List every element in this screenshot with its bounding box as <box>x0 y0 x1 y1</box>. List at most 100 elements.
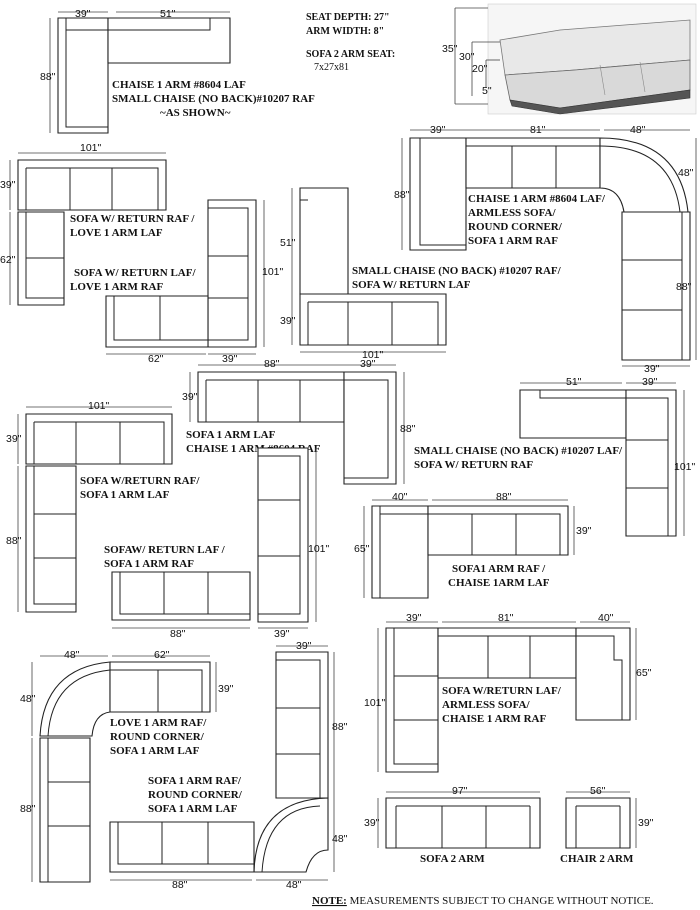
c6-dim-39-top: 39" <box>360 358 376 370</box>
c10-label-2: CHAISE 1ARM LAF <box>448 577 550 589</box>
seat-specs: SEAT DEPTH: 27" ARM WIDTH: 8" SOFA 2 ARM… <box>306 12 395 73</box>
note-text: MEASUREMENTS SUBJECT TO CHANGE WITHOUT N… <box>347 895 654 907</box>
c2-label-4: SOFA 1 ARM RAF <box>468 235 558 247</box>
seat-depth-label: SEAT DEPTH: 27" <box>306 12 390 23</box>
c5-dim-39: 39" <box>280 315 296 327</box>
config-small-chaise-laf-sofa-return-raf: 51" 39" 101" SMALL CHAISE (NO BACK) #102… <box>414 376 696 537</box>
c12-label-2: ROUND CORNER/ <box>148 789 243 801</box>
c15-dim-39: 39" <box>638 817 654 829</box>
config-love-raf-round-sofa-laf: 48" 62" 48" 39" 88" LOVE 1 ARM RAF/ ROUN… <box>20 649 234 883</box>
arm-width-label: ARM WIDTH: 8" <box>306 26 384 37</box>
config-chaise-small-chaise: 39" 51" 88" CHAISE 1 ARM #8604 LAF SMALL… <box>40 8 315 134</box>
c7-label-2: SOFA W/ RETURN RAF <box>414 459 533 471</box>
c9-label-1: SOFAW/ RETURN LAF / <box>104 544 226 556</box>
config-sofa-return-raf-love-laf: 101" 39" 62" SOFA W/ RETURN RAF / LOVE 1… <box>0 142 195 306</box>
c11-label-1: LOVE 1 ARM RAF/ <box>110 717 207 729</box>
config-sofa-return-laf-love-raf: 101" 62" 39" SOFA W/ RETURN LAF/ LOVE 1 … <box>70 199 284 365</box>
c2-dim-39: 39" <box>430 124 446 136</box>
c5-dim-101: 101" <box>362 349 384 361</box>
c13-dim-65: 65" <box>636 667 652 679</box>
c12-dim-88-bottom: 88" <box>172 879 188 891</box>
c8-dim-101: 101" <box>88 400 110 412</box>
photo-height-35: 35" <box>442 43 458 55</box>
c4-dim-101: 101" <box>262 266 284 278</box>
c6-dim-88-right: 88" <box>400 423 416 435</box>
c1-dim-88: 88" <box>40 71 56 83</box>
c2-dim-48-top: 48" <box>630 124 646 136</box>
c14-dim-97: 97" <box>452 785 468 797</box>
photo-height-5: 5" <box>482 85 492 97</box>
c13-dim-101: 101" <box>364 697 386 709</box>
c10-label-1: SOFA1 ARM RAF / <box>452 563 546 575</box>
c2-label-2: ARMLESS SOFA/ <box>468 207 556 219</box>
c1-dim-39: 39" <box>75 8 91 20</box>
c12-dim-88-right: 88" <box>332 721 348 733</box>
c13-dim-39: 39" <box>406 612 422 624</box>
c2-dim-39-bottom: 39" <box>644 363 660 375</box>
config-small-chaise-raf-sofa-return-laf: 51" 39" 101" SMALL CHAISE (NO BACK) #102… <box>280 187 562 361</box>
c2-dim-88-right: 88" <box>676 281 692 293</box>
c14-label: SOFA 2 ARM <box>420 853 485 865</box>
config-sofa-return-laf-sofa-raf: 101" 88" 39" SOFAW/ RETURN LAF / SOFA 1 … <box>104 447 330 640</box>
sofa-photo-illustration: 35" 30" 20" 5" <box>442 3 697 115</box>
c8-label-2: SOFA 1 ARM LAF <box>80 489 170 501</box>
c11-dim-62: 62" <box>154 649 170 661</box>
c11-dim-48-left: 48" <box>20 693 36 705</box>
c5-dim-51: 51" <box>280 237 296 249</box>
c2-label-1: CHAISE 1 ARM #8604 LAF/ <box>468 193 606 205</box>
c1-label-2: SMALL CHAISE (NO BACK)#10207 RAF <box>112 93 315 105</box>
c4-label-2: LOVE 1 ARM RAF <box>70 281 163 293</box>
c10-dim-40: 40" <box>392 491 408 503</box>
c6-label-1: SOFA 1 ARM LAF <box>186 429 276 441</box>
c5-label-2: SOFA W/ RETURN LAF <box>352 279 471 291</box>
c15-dim-56: 56" <box>590 785 606 797</box>
c9-dim-101: 101" <box>308 543 330 555</box>
c12-dim-39: 39" <box>296 640 312 652</box>
c1-label-1: CHAISE 1 ARM #8604 LAF <box>112 79 246 91</box>
c3-dim-39: 39" <box>0 179 16 191</box>
c7-dim-101: 101" <box>674 461 696 473</box>
c4-dim-39: 39" <box>222 353 238 365</box>
c10-dim-88: 88" <box>496 491 512 503</box>
c4-label-1: SOFA W/ RETURN LAF/ <box>74 267 196 279</box>
config-chair-2-arm: 56" 39" CHAIR 2 ARM <box>560 785 654 865</box>
photo-height-30: 30" <box>459 51 475 63</box>
c7-dim-39: 39" <box>642 376 658 388</box>
photo-height-20: 20" <box>472 63 488 75</box>
c2-label-3: ROUND CORNER/ <box>468 221 563 233</box>
c10-dim-65: 65" <box>354 543 370 555</box>
c10-dim-39: 39" <box>576 525 592 537</box>
sofa2-seat-value: 7x27x81 <box>314 62 349 73</box>
c12-dim-48-bottom: 48" <box>286 879 302 891</box>
config-sofa-2-arm: 97" 39" SOFA 2 ARM <box>364 785 541 865</box>
config-sofa-raf-chaise-laf: 40" 88" 65" 39" SOFA1 ARM RAF / CHAISE 1… <box>354 491 592 599</box>
c3-dim-101: 101" <box>80 142 102 154</box>
footer-note: NOTE: MEASUREMENTS SUBJECT TO CHANGE WIT… <box>312 895 654 907</box>
c13-dim-81: 81" <box>498 612 514 624</box>
c14-dim-39: 39" <box>364 817 380 829</box>
config-sofa-return-laf-armless-chaise-raf: 39" 81" 40" 101" 65" SOFA W/RETURN LAF/ … <box>364 612 652 773</box>
c9-label-2: SOFA 1 ARM RAF <box>104 558 194 570</box>
c1-label-3: ~AS SHOWN~ <box>160 107 231 119</box>
c15-label: CHAIR 2 ARM <box>560 853 634 865</box>
note-label: NOTE: <box>312 895 347 907</box>
c13-label-1: SOFA W/RETURN LAF/ <box>442 685 562 697</box>
c13-label-2: ARMLESS SOFA/ <box>442 699 530 711</box>
c11-label-3: SOFA 1 ARM LAF <box>110 745 200 757</box>
config-sofa-raf-round-sofa-laf: 39" 88" 48" 88" 48" SOFA 1 ARM RAF/ ROUN… <box>109 640 348 891</box>
c2-dim-81: 81" <box>530 124 546 136</box>
c5-label-1: SMALL CHAISE (NO BACK) #10207 RAF/ <box>352 265 562 277</box>
c6-dim-39-left: 39" <box>182 391 198 403</box>
c3-label-1: SOFA W/ RETURN RAF / <box>70 213 195 225</box>
c9-dim-88: 88" <box>170 628 186 640</box>
c11-dim-48-top: 48" <box>64 649 80 661</box>
c8-dim-39: 39" <box>6 433 22 445</box>
c13-label-3: CHAISE 1 ARM RAF <box>442 713 546 725</box>
config-chaise-armless-round-sofa: 39" 81" 48" 88" 48" 88" 39" CHAISE 1 ARM… <box>394 124 697 375</box>
c3-label-2: LOVE 1 ARM LAF <box>70 227 163 239</box>
c3-dim-62: 62" <box>0 254 16 266</box>
c1-dim-51: 51" <box>160 8 176 20</box>
c7-dim-51: 51" <box>566 376 582 388</box>
c7-label-1: SMALL CHAISE (NO BACK) #10207 LAF/ <box>414 445 623 457</box>
